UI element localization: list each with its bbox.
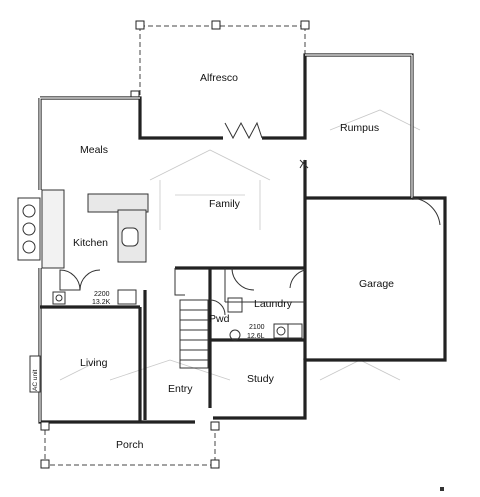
sink-icon [121, 227, 139, 247]
alfresco-post-left [135, 20, 145, 30]
alfresco-post-right [300, 20, 310, 30]
room-label-kitchen: Kitchen [73, 237, 108, 249]
dimension-notes: 2200 13.2K 2100 12.6L [92, 291, 265, 340]
room-label-pwd: Pwd [209, 313, 230, 325]
porch-post-left [40, 459, 50, 469]
staircase [174, 268, 209, 369]
porch-outline [40, 421, 220, 469]
room-label-rumpus: Rumpus [340, 122, 379, 134]
room-label-alfresco: Alfresco [200, 72, 238, 84]
laundry-dim-top: 2100 [249, 324, 265, 331]
room-label-living: Living [80, 357, 108, 369]
ac-unit-label: AC unit [32, 369, 39, 391]
outer-walls [38, 53, 447, 424]
kitchen-dim-top: 2200 [94, 291, 110, 298]
laundry-fixtures [227, 297, 303, 341]
room-label-entry: Entry [168, 383, 193, 395]
kitchen-island [41, 189, 149, 269]
laundry-dim-bottom: 12.6L [247, 333, 265, 340]
porch-post-top-left [40, 421, 50, 431]
room-label-meals: Meals [80, 144, 108, 156]
room-label-study: Study [247, 373, 275, 385]
kitchen-dim-bottom: 13.2K [92, 299, 111, 306]
room-label-porch: Porch [116, 439, 144, 451]
room-label-garage: Garage [359, 278, 394, 290]
porch-post-right [210, 459, 220, 469]
corner-marker [440, 487, 444, 491]
fridge-icon [52, 291, 66, 305]
pantry-box [117, 289, 137, 305]
porch-post-top-right [210, 421, 220, 431]
ac-unit: AC unit [29, 355, 41, 393]
room-label-family: Family [209, 198, 241, 210]
cooktop-icon [17, 197, 41, 261]
doors [59, 121, 441, 316]
interior-walls [40, 198, 307, 422]
room-labels: Alfresco Rumpus Meals Family Kitchen Gar… [73, 72, 394, 451]
toilet-icon [229, 329, 241, 341]
alfresco-post-mid [211, 20, 221, 30]
room-label-laundry: Laundry [254, 298, 293, 310]
